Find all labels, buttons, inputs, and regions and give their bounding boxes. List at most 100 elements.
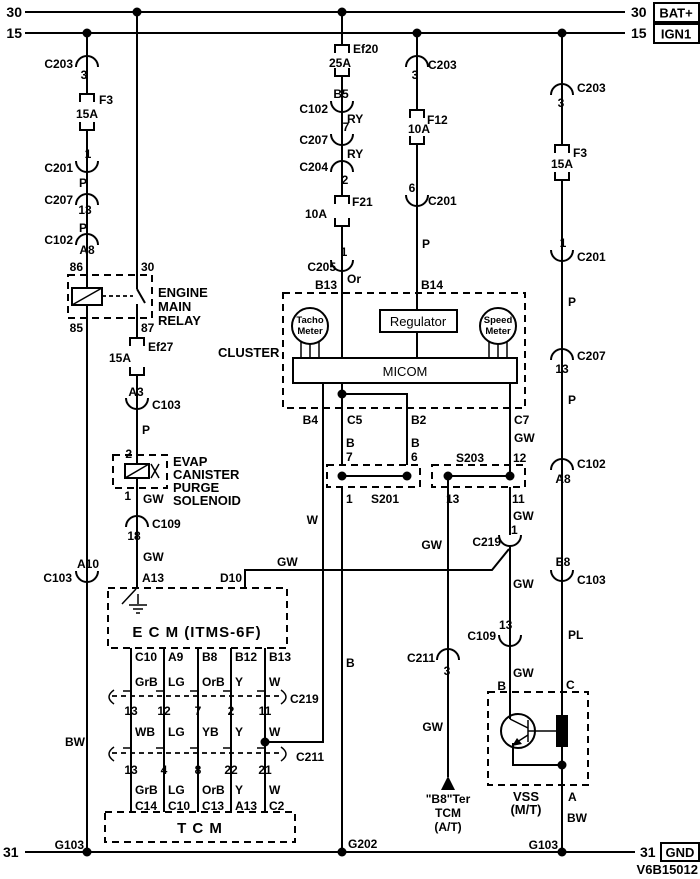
pin-a8-l: A8 [79,243,95,257]
wiring-lines [25,11,635,853]
pin-b5: B5 [333,87,349,101]
connector-c201-6-arc [405,194,429,207]
pin-6: 6 [409,181,416,195]
label-c201-6: C201 [428,194,457,208]
connector-c102-left-arc [75,233,99,246]
diagram-code: V6B15012 [637,862,698,877]
label-ef20-amp: 25A [329,56,351,70]
c219-pin-2: 2 [228,704,235,718]
wire-gw-c109: GW [513,666,534,680]
s203-pin-13: 13 [446,492,460,506]
micom-box [292,357,518,384]
label-c219-row: C219 [290,692,319,706]
label-ef27: Ef27 [148,340,174,354]
splice-s201-box [326,464,421,488]
vss-sensor-symbol [487,691,589,786]
tcm-terminal-arrow-icon [441,776,455,790]
bus-31-label-left: 31 [3,844,19,860]
bus-31-label-right: 31 [640,844,656,860]
tcm-pin-c2: C2 [269,799,285,813]
vss-pin-c: C [566,678,575,692]
label-g103-left: G103 [55,838,85,852]
relay-pin-85: 85 [70,321,84,335]
pin-c7: C7 [514,413,530,427]
speed-meter-icon [479,307,517,345]
pin-b14: B14 [421,278,443,292]
label-c207-l: C207 [44,193,73,207]
wire-b-c5: B [346,436,355,450]
pin-1-l: 1 [85,147,92,161]
label-g103-right: G103 [529,838,559,852]
sol-pin-2: 2 [125,447,132,461]
connector-c211-3-arc [436,648,460,661]
emitter-arrow [512,738,522,746]
wire-p-evap: P [142,423,150,437]
vss-pin-b: B [497,679,506,693]
label-f12: F12 [427,113,448,127]
wire-grb-3: GrB [135,783,158,797]
tcm-pin-c10: C10 [168,799,190,813]
sensor-element [556,715,568,747]
s201-pin-1: 1 [346,492,353,506]
tacho-label-2: Meter [297,326,323,337]
ign1-box [653,23,700,44]
wire-lg-3: LG [168,783,185,797]
c109-pin-13: 13 [499,618,513,632]
pin-b4: B4 [303,413,319,427]
label-c211-3: C211 [407,651,435,665]
wire-lg-1: LG [168,675,185,689]
wire-y-2: Y [235,725,243,739]
pin-3-r: 3 [558,96,565,110]
wire-gw-s203-13: GW [421,538,442,552]
wire-ry1: RY [347,112,363,126]
ecm-pin-b13: B13 [269,650,291,664]
label-c109-18: C109 [152,517,181,531]
pin-b13: B13 [315,278,337,292]
wire-p2-r: P [568,393,576,407]
regulator-box [379,309,458,333]
connector-c103-a3-arc [125,397,149,410]
fuse-f12-icon [409,109,425,145]
vss-pin-a: A [568,790,577,804]
pin-7: 7 [343,120,350,134]
label-c203-l: C203 [44,57,73,71]
label-c109-13: C109 [467,629,496,643]
wire-orb-3: OrB [202,783,225,797]
ecm-box [107,587,288,649]
wire-yb: YB [202,725,219,739]
bus-15-label-left: 15 [6,25,22,41]
s201-label: S201 [371,492,399,506]
wire-gw-at: GW [422,720,443,734]
label-c103-e8: C103 [577,573,606,587]
wire-gw-c219: GW [513,577,534,591]
connector-c201-left-arc [75,160,99,173]
relay-name-1: ENGINE [158,285,208,300]
label-c207-r: C207 [577,349,606,363]
tcm-box [104,811,296,843]
speed-label-1: Speed [484,315,513,326]
wire-gw-d10: GW [277,555,298,569]
at-dest-3: (A/T) [434,820,461,834]
c219-pin-7: 7 [195,704,202,718]
tcm-pin-c14: C14 [135,799,157,813]
valve-icon [150,463,160,479]
wire-w-2: W [269,725,281,739]
s201-pin-6: 6 [411,450,418,464]
wire-w-1: W [269,675,281,689]
label-c205: C205 [307,260,336,274]
connector-c219-1-arc [498,534,522,547]
pin-b2: B2 [411,413,427,427]
label-f3-amp-l: 15A [76,107,98,121]
label-c201-r: C201 [577,250,606,264]
label-c102-l: C102 [44,233,73,247]
cluster-label: CLUSTER [218,345,280,360]
wire-p1-l: P [79,176,87,190]
connector-c203-right-arc [550,83,574,96]
label-f3-amp-r: 15A [551,157,573,171]
label-c203-r: C203 [577,81,606,95]
ign1-label: IGN1 [661,27,691,42]
connector-arcs [75,55,574,661]
pin-13-l: 13 [78,203,92,217]
tacho-label-1: Tacho [296,315,323,326]
